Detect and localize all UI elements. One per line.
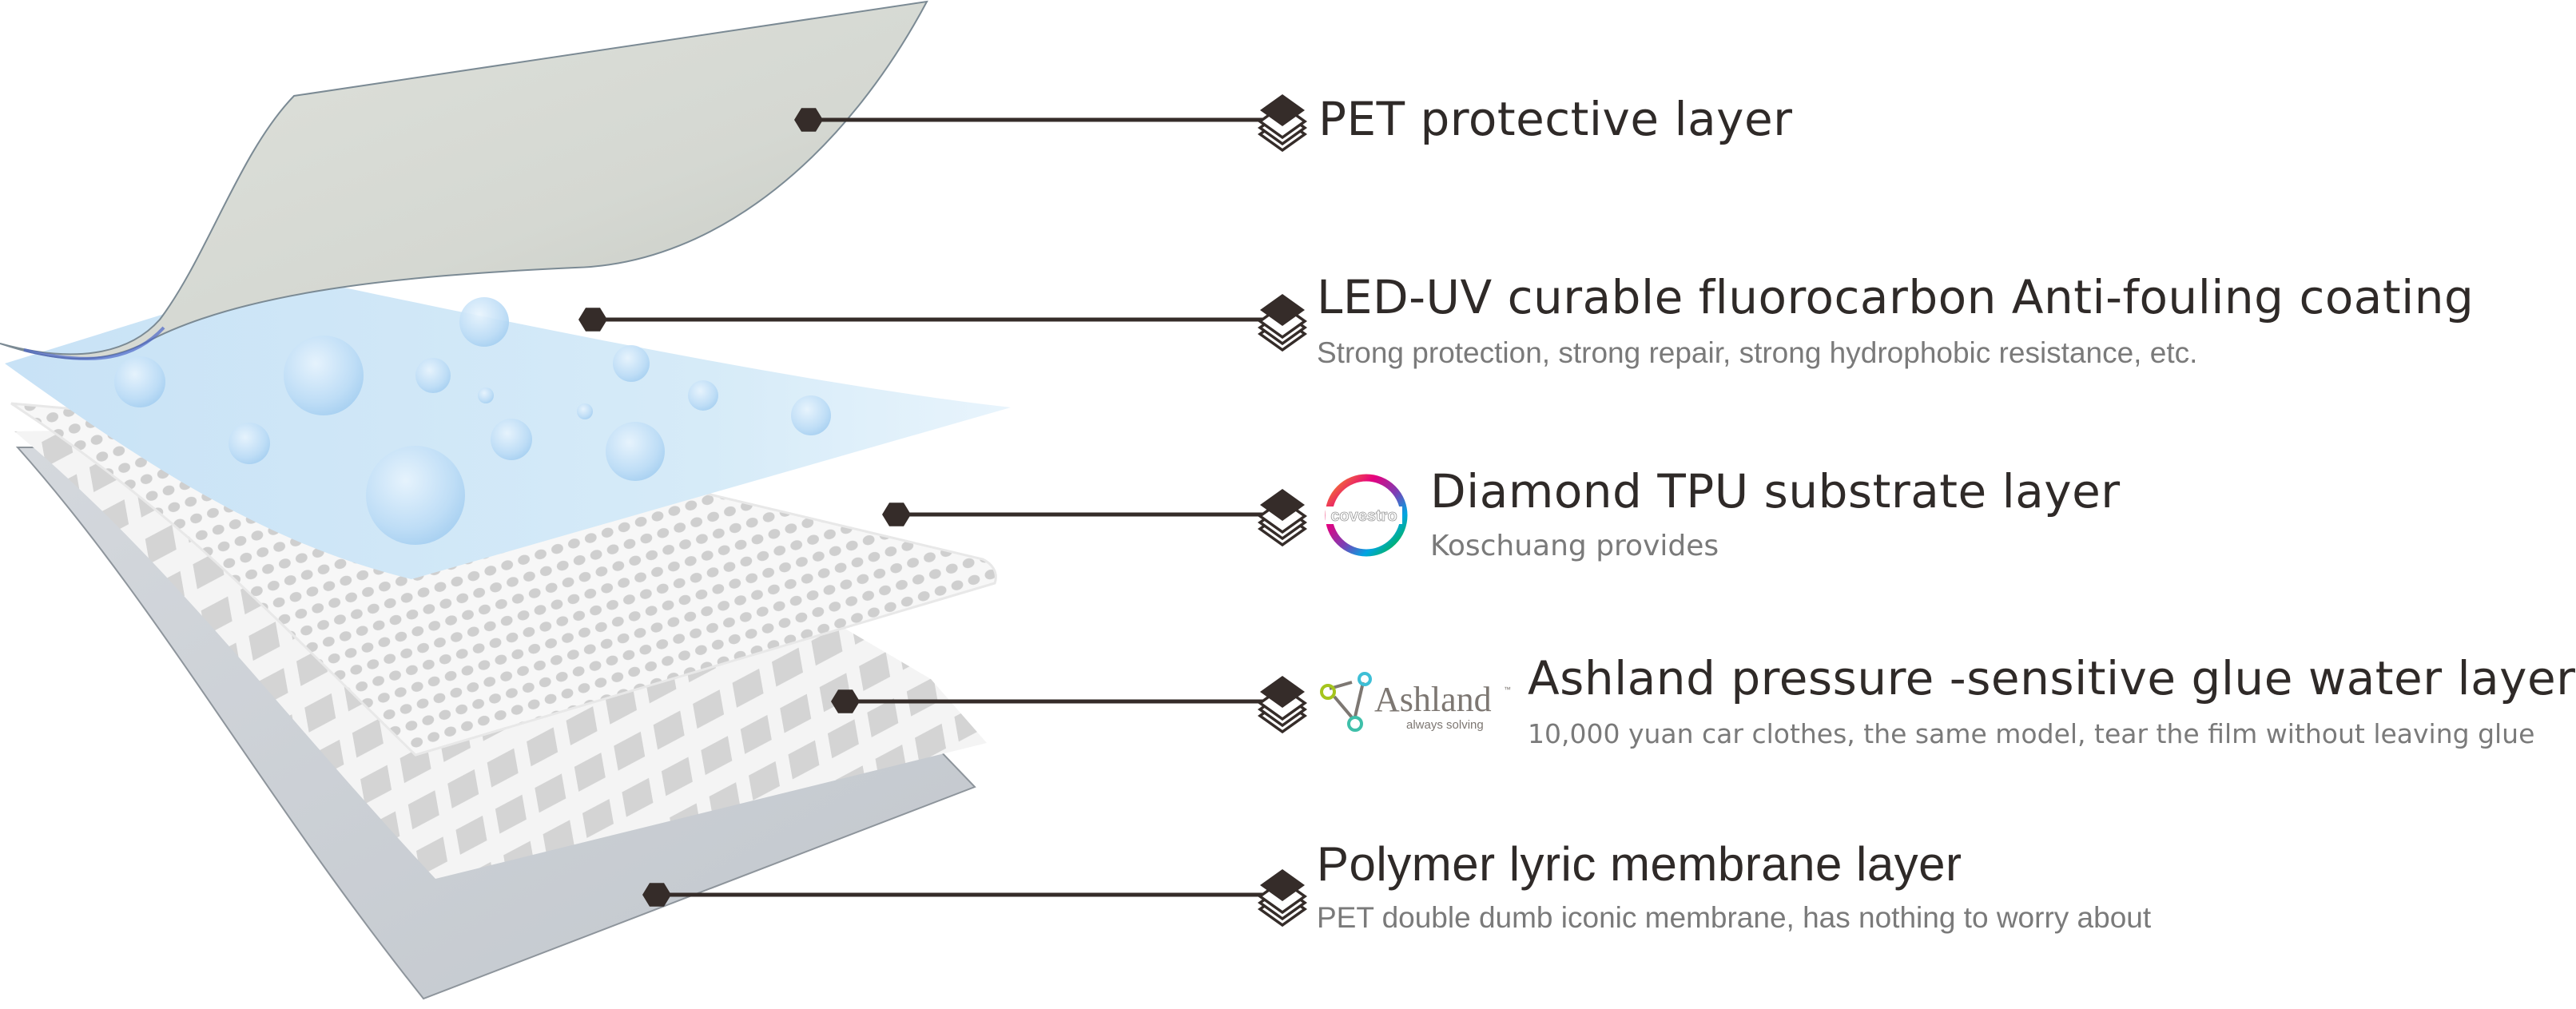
layers-stack-icon [1257,489,1308,547]
layer-title: Diamond TPU substrate layer [1430,464,2121,518]
layer-label-polymer: Polymer lyric membrane layer PET double … [1317,837,2152,934]
layer-subtitle: Koschuang provides [1430,530,1719,562]
layer-title: Ashland pressure -sensitive glue water l… [1528,651,2576,705]
layer-title: LED-UV curable fluorocarbon Anti-fouling… [1317,270,2475,324]
covestro-logo-text: covestro [1330,507,1397,525]
layers-stack-icon [1257,869,1308,928]
layer-label-coating: LED-UV curable fluorocarbon Anti-fouling… [1317,274,2474,367]
ashland-tagline: always solving [1406,718,1484,732]
layers-stack-icon [1257,676,1308,734]
pet-protective-sheet [0,0,928,360]
hex-marker-polymer [642,883,671,907]
water-drops [114,297,831,545]
layers-stack-icon [1257,294,1308,352]
ashland-logo: Ashland ™ always solving [1318,672,1514,737]
layer-subtitle: PET double dumb iconic membrane, has not… [1317,901,2152,934]
hex-marker-coating [578,308,607,332]
layer-label-glue: Ashland pressure -sensitive glue water l… [1528,655,2576,747]
layers-stack-icon [1257,94,1308,153]
covestro-logo: covestro [1322,471,1410,559]
layer-title: PET protective layer [1318,92,1793,146]
layer-label-tpu: Diamond TPU substrate layer Koschuang pr… [1430,468,2121,561]
layer-subtitle: 10,000 yuan car clothes, the same model,… [1528,718,2535,749]
hex-marker-tpu [882,503,911,526]
connectors [578,94,1308,928]
ashland-logo-text: Ashland [1374,680,1492,719]
layer-subtitle: Strong protection, strong repair, strong… [1317,336,2198,369]
hex-marker-glue [831,689,860,713]
layer-title: Polymer lyric membrane layer [1317,837,1962,891]
layer-label-pet: PET protective layer [1318,96,1792,142]
hex-marker-pet [794,108,823,132]
ashland-tm: ™ [1504,685,1511,693]
